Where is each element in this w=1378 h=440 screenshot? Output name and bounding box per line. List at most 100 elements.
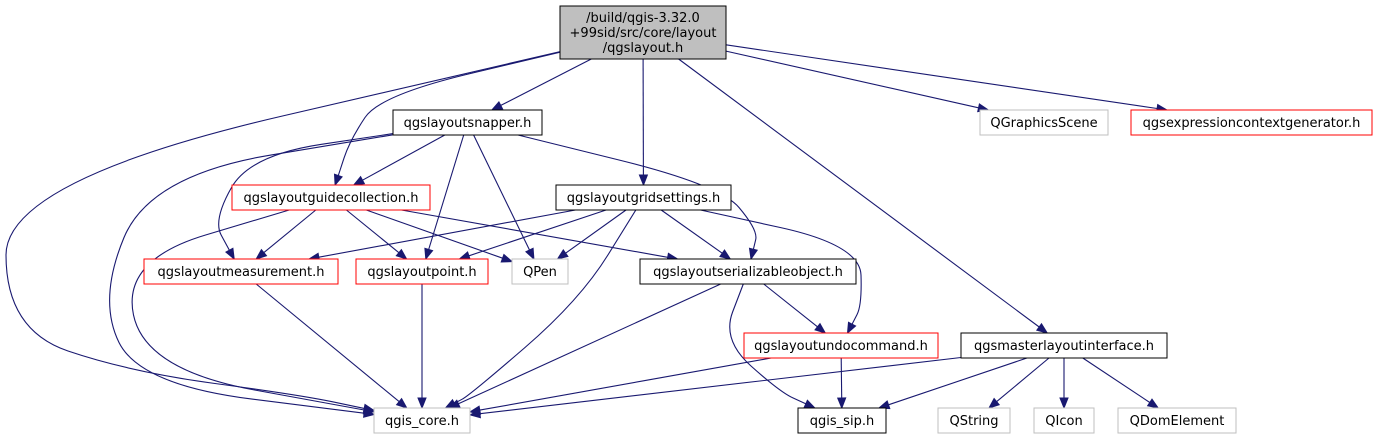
edge-line [729, 283, 806, 405]
edge-line [454, 209, 637, 404]
node-label: qgsmasterlayoutinterface.h [974, 339, 1154, 354]
edge-qgslayoutgridsettings-to-qpen [556, 209, 627, 260]
edge-qgslayoutgridsettings-to-qgslayoutserializableobject [660, 209, 732, 260]
arrowhead-icon [987, 397, 1001, 409]
edge-qgsmasterlayoutinterface-to-qdomelement [1082, 357, 1160, 409]
arrowhead-icon [333, 173, 343, 187]
arrowhead-icon [836, 397, 847, 410]
node-box [559, 5, 727, 60]
node-label: qgslayoutserializableobject.h [653, 265, 843, 280]
arrowhead-icon [1146, 398, 1160, 409]
edge-line [660, 209, 723, 254]
edge-line [337, 51, 561, 176]
node-label: qgis_core.h [385, 414, 459, 429]
edge-qgslayoutsnapper-to-qgslayoutguidecollection [352, 134, 446, 186]
arrowhead-icon [846, 321, 857, 335]
arrowhead-icon [1059, 397, 1069, 410]
edge-line [678, 58, 1040, 328]
edge-qgslayoutguidecollection-to-qgslayoutpoint [346, 209, 408, 260]
node-label: QString [949, 414, 998, 429]
edge-qgslayoutserializableobject-to-qgis_core [448, 283, 721, 409]
node-label: qgis_sip.h [810, 414, 874, 429]
node-box [639, 258, 857, 285]
node-qgsexpressioncontextgenerator[interactable]: qgsexpressioncontextgenerator.h [1130, 109, 1373, 136]
node-label: QDomElement [1130, 414, 1225, 429]
arrowhead-icon [638, 174, 649, 187]
node-box [960, 332, 1168, 359]
node-qgslayoutguidecollection[interactable]: qgslayoutguidecollection.h [231, 184, 431, 211]
arrowhead-icon [395, 397, 408, 409]
edge-line [263, 209, 317, 254]
node-label: QPen [523, 265, 557, 280]
node-qstring: QString [937, 407, 1011, 434]
node-box [743, 332, 939, 359]
node-box [355, 258, 489, 285]
node-qgslayoutserializableobject[interactable]: qgslayoutserializableobject.h [639, 258, 857, 285]
node-qgis_sip[interactable]: qgis_sip.h [797, 407, 887, 434]
arrowhead-icon [814, 322, 827, 334]
node-box [511, 258, 569, 285]
arrowhead-icon [417, 397, 427, 410]
node-qpen: QPen [511, 258, 569, 285]
edge-qgslayout-to-qgslayoutguidecollection [333, 51, 561, 187]
node-box [1130, 109, 1373, 136]
node-qgslayout[interactable]: /build/qgis-3.32.0+99sid/src/core/layout… [559, 5, 727, 60]
edge-line [565, 209, 627, 254]
node-label: qgslayoutmeasurement.h [158, 265, 325, 280]
edge-line [346, 209, 400, 254]
edge-line [500, 58, 592, 106]
node-label: /build/qgis-3.32.0 [586, 11, 700, 26]
node-qgslayoutgridsettings[interactable]: qgslayoutgridsettings.h [555, 184, 732, 211]
edge-line [763, 283, 818, 328]
node-qgslayoutundocommand[interactable]: qgslayoutundocommand.h [743, 332, 939, 359]
node-qgraphicsscene: QGraphicsScene [979, 109, 1109, 136]
node-box [937, 407, 1011, 434]
edge-qgslayoutgridsettings-to-qgslayoutundocommand [700, 209, 862, 335]
node-label: +99sid/src/core/layout [570, 26, 717, 41]
edge-qgslayoutguidecollection-to-qgslayoutmeasurement [255, 209, 317, 260]
arrowhead-icon [424, 247, 434, 261]
edge-line [996, 357, 1050, 403]
node-qicon: QIcon [1033, 407, 1095, 434]
edge-line [479, 357, 772, 411]
node-box [979, 109, 1109, 136]
edge-line [700, 209, 862, 325]
arrowhead-icon [748, 247, 759, 261]
edge-line [428, 134, 465, 250]
node-box [392, 109, 543, 136]
edge-line [5, 51, 561, 409]
edge-qgslayoutguidecollection-to-qgis_core [131, 209, 376, 415]
arrowhead-icon [468, 409, 481, 419]
node-qgslayoutpoint[interactable]: qgslayoutpoint.h [355, 258, 489, 285]
node-qgslayoutmeasurement[interactable]: qgslayoutmeasurement.h [143, 258, 339, 285]
edge-line [725, 50, 979, 109]
edge-line [109, 134, 394, 414]
edge-line [1082, 357, 1151, 403]
edge-qgslayoutsnapper-to-qgslayoutpoint [424, 134, 465, 261]
node-qgslayoutsnapper[interactable]: qgslayoutsnapper.h [392, 109, 543, 136]
arrowhead-icon [525, 247, 535, 261]
arrowhead-icon [395, 248, 408, 260]
node-box [373, 407, 471, 434]
arrowhead-icon [352, 175, 366, 186]
edge-qgslayoutmeasurement-to-qgis_core [255, 283, 408, 409]
edge-line [468, 209, 607, 257]
node-box [143, 258, 339, 285]
node-label: qgslayoutguidecollection.h [244, 191, 419, 206]
edge-qgslayoutserializableobject-to-qgslayoutundocommand [763, 283, 827, 334]
edge-line [458, 283, 721, 405]
arrowhead-icon [225, 247, 235, 261]
node-label: qgsexpressioncontextgenerator.h [1143, 116, 1361, 131]
edge-line [362, 134, 446, 181]
edge-qgsmasterlayoutinterface-to-qgis_core [468, 356, 962, 419]
node-box [1033, 407, 1095, 434]
edge-qgslayoutundocommand-to-qgis_sip [836, 357, 847, 410]
edge-line [888, 357, 1028, 406]
node-label: qgslayoutpoint.h [367, 265, 476, 280]
arrowhead-icon [500, 253, 514, 263]
node-box [797, 407, 887, 434]
node-qgsmasterlayoutinterface[interactable]: qgsmasterlayoutinterface.h [960, 332, 1168, 359]
edge-line [131, 209, 365, 411]
